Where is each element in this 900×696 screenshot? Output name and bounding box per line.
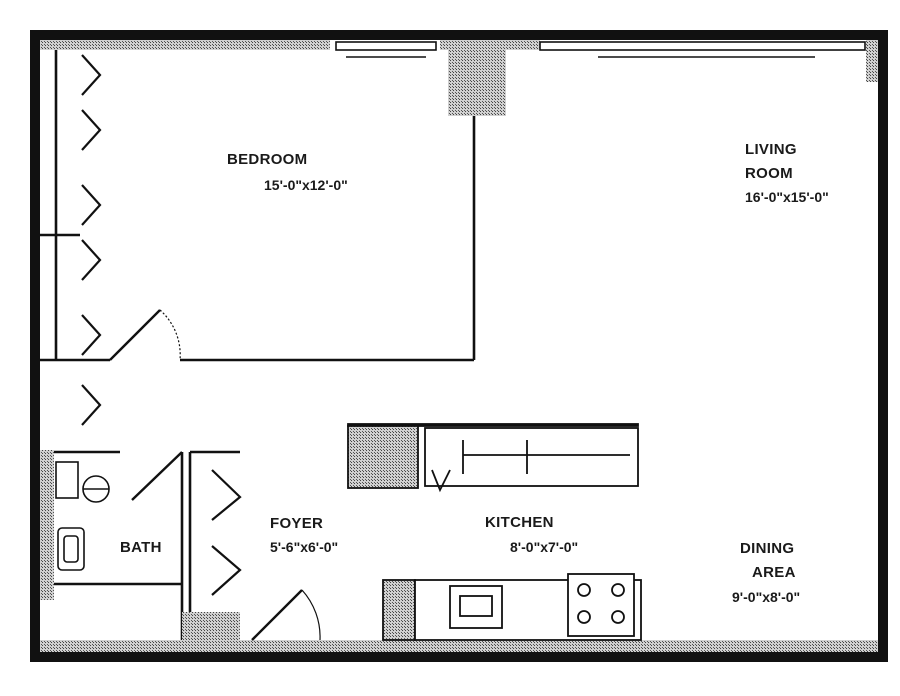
entry-door [182,589,321,641]
bedroom-label: BEDROOM 15'-0"x12'-0" [227,151,348,193]
kitchen-label: KITCHEN 8'-0"x7'-0" [485,514,578,555]
interior-walls [40,50,476,640]
dining-area-name-line1: DINING [740,540,794,557]
kitchen-dimensions: 8'-0"x7'-0" [510,539,578,555]
bath-label: BATH [120,539,162,556]
bedroom-door [109,309,181,361]
living-room-label: LIVING ROOM 16'-0"x15'-0" [745,141,829,205]
bath-fixtures [55,461,110,571]
dining-area-name-line2: AREA [752,564,796,581]
bath-name: BATH [120,539,162,556]
bedroom-dimensions: 15'-0"x12'-0" [264,177,348,193]
dining-area-dimensions: 9'-0"x8'-0" [732,589,800,605]
bath-door [131,451,183,501]
kitchen-counters [347,423,642,641]
dining-area-label: DINING AREA 9'-0"x8'-0" [732,540,800,605]
living-room-name-line2: ROOM [745,165,793,182]
closet-doors [81,54,242,596]
living-room-name-line1: LIVING [745,141,797,158]
outer-walls [30,30,888,662]
bedroom-name: BEDROOM [227,151,307,168]
kitchen-name: KITCHEN [485,514,554,531]
living-room-dimensions: 16'-0"x15'-0" [745,189,829,205]
foyer-dimensions: 5'-6"x6'-0" [270,539,338,555]
foyer-name: FOYER [270,515,323,532]
foyer-label: FOYER 5'-6"x6'-0" [270,515,338,555]
wall-hatching [40,40,878,652]
windows [335,41,866,58]
